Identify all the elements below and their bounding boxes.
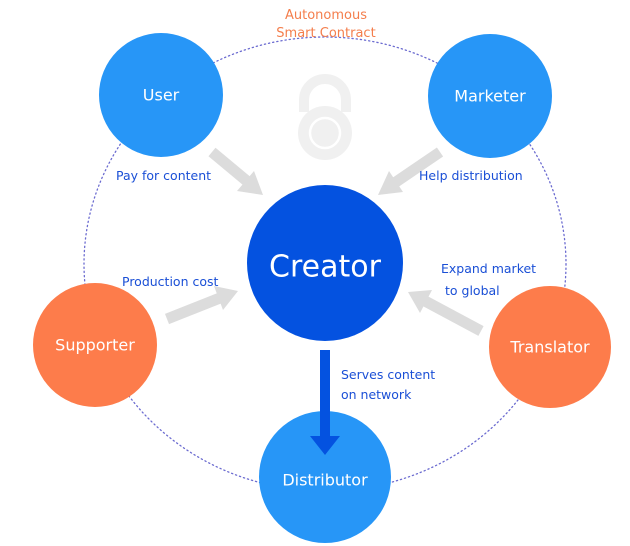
node-distributor-label: Distributor [282, 471, 368, 490]
edge-label-translator-line2: to global [445, 283, 500, 298]
node-translator[interactable]: Translator [489, 286, 611, 408]
node-marketer-label: Marketer [454, 87, 526, 106]
edge-label-distributor-line1: Serves content [341, 367, 435, 382]
arrow-creator-to-distributor [310, 350, 340, 455]
node-marketer[interactable]: Marketer [428, 34, 552, 158]
node-translator-label: Translator [509, 338, 590, 357]
arrow-translator-to-creator [408, 290, 484, 336]
arrow-supporter-to-creator [164, 286, 238, 325]
node-distributor[interactable]: Distributor [259, 411, 391, 543]
contract-label-line1: Autonomous [285, 8, 367, 23]
edge-label-supporter: Production cost [122, 274, 219, 289]
smart-contract-ring [83, 36, 567, 492]
node-user-label: User [143, 86, 180, 105]
edge-label-translator-line1: Expand market [441, 261, 536, 276]
lock-icon [298, 74, 352, 160]
contract-label-line2: Smart Contract [276, 26, 375, 41]
edge-label-user: Pay for content [116, 168, 211, 183]
node-creator-label: Creator [269, 250, 382, 285]
node-creator[interactable]: Creator [247, 185, 403, 341]
edge-label-distributor-line2: on network [341, 387, 412, 402]
node-supporter-label: Supporter [55, 336, 135, 355]
arrow-user-to-creator [208, 147, 263, 195]
arrow-marketer-to-creator [378, 147, 444, 195]
node-user[interactable]: User [99, 33, 223, 157]
edge-label-marketer: Help distribution [419, 168, 523, 183]
node-supporter[interactable]: Supporter [33, 283, 157, 407]
